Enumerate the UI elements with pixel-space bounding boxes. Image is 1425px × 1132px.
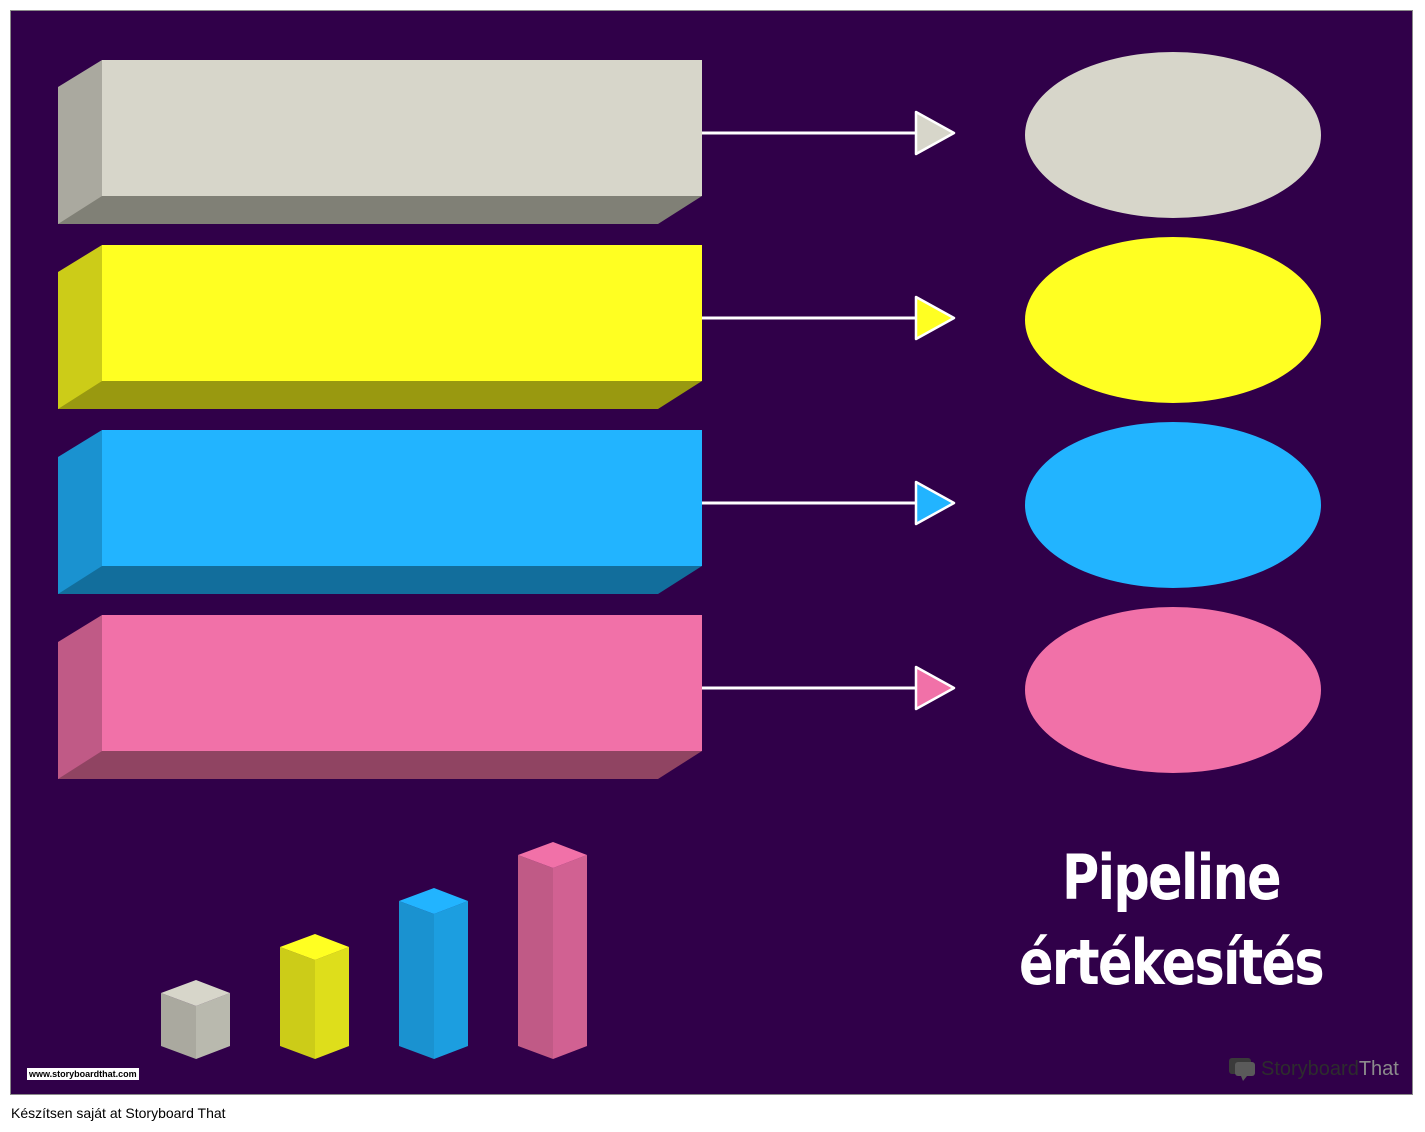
small-bar-right-highlight (196, 993, 230, 1059)
small-bar-left-face (161, 993, 196, 1059)
arrow-head-icon (914, 480, 956, 526)
small-bar-left-face (280, 947, 315, 1059)
watermark-url: www.storyboardthat.com (27, 1068, 139, 1080)
bar-side-face (58, 430, 102, 594)
small-bar-left-face (518, 855, 553, 1059)
title-line-1: Pipeline (1062, 841, 1282, 914)
small-bar-pink (518, 842, 587, 1059)
small-bar-yellow (280, 934, 349, 1059)
small-bar-top-face (399, 888, 468, 914)
small-bar-blue (399, 888, 468, 1059)
arrow-head-icon (914, 665, 956, 711)
small-bar-right-face (434, 901, 468, 1059)
result-oval (1025, 237, 1321, 403)
chat-bubble-logo-icon (1229, 1058, 1255, 1081)
bar-front-face (102, 430, 702, 566)
title-line-2: értékesítés (1019, 926, 1325, 999)
arrow-head-icon (914, 295, 956, 341)
small-bar-right-face (196, 993, 230, 1059)
result-oval (1025, 52, 1321, 218)
infographic-canvas: Pipeline értékesítés www.storyboardthat.… (10, 10, 1413, 1095)
bar-front-face (102, 60, 702, 196)
small-bar-right-face (553, 855, 587, 1059)
brand-word-1: Storyboard (1261, 1057, 1359, 1080)
footer-caption: Készítsen saját at Storyboard That (11, 1105, 226, 1121)
small-bar-top-face (518, 842, 587, 868)
small-bar-right-highlight (553, 855, 587, 1059)
pipeline-row-pink (58, 607, 1321, 779)
result-oval (1025, 422, 1321, 588)
bar-side-face (58, 615, 102, 779)
bar-bottom-face (58, 566, 702, 594)
bar-front-face (102, 245, 702, 381)
small-bar-right-face (315, 947, 349, 1059)
small-bar-right-highlight (315, 947, 349, 1059)
arrow-head-icon (914, 110, 956, 156)
small-bar-top-face (280, 934, 349, 960)
small-bar-gray (161, 980, 230, 1059)
small-bar-left-face (399, 901, 434, 1059)
bar-side-face (58, 60, 102, 224)
bar-bottom-face (58, 196, 702, 224)
result-oval (1025, 607, 1321, 773)
bar-front-face (102, 615, 702, 751)
small-bar-top-face (161, 980, 230, 1006)
storyboardthat-logo: StoryboardThat (1227, 1056, 1399, 1082)
small-bar-right-highlight (434, 901, 468, 1059)
pipeline-row-blue (58, 422, 1321, 594)
brand-word-2: That (1358, 1057, 1399, 1080)
bar-bottom-face (58, 751, 702, 779)
bar-side-face (58, 245, 102, 409)
pipeline-diagram (58, 52, 1321, 1059)
bar-bottom-face (58, 381, 702, 409)
pipeline-row-gray (58, 52, 1321, 224)
pipeline-row-yellow (58, 237, 1321, 409)
